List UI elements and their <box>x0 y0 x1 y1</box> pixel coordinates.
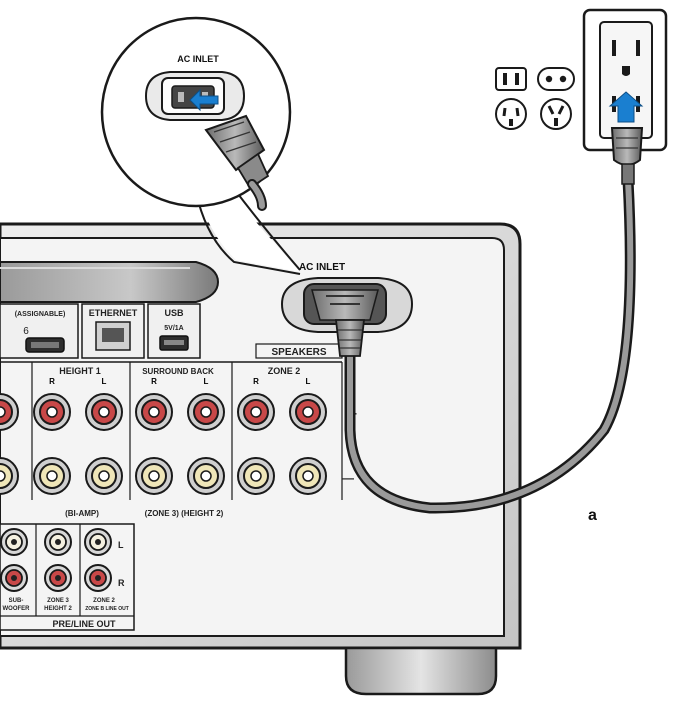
callout-a: a <box>588 507 597 524</box>
speaker-terminal-plus-5 <box>237 393 275 431</box>
speaker-terminal-plus-2 <box>85 393 123 431</box>
plug-type-c-icon <box>537 67 575 91</box>
speaker-terminal-plus-0 <box>0 393 19 431</box>
speaker-terminal-minus-6 <box>289 457 327 495</box>
speaker-terminal-minus-5 <box>237 457 275 495</box>
outlet-plug <box>610 127 644 185</box>
speaker-terminal-minus-2 <box>85 457 123 495</box>
height1-label: HEIGHT 1 <box>59 366 101 376</box>
speaker-terminal-minus-1 <box>33 457 71 495</box>
zone2-l-label: L <box>306 377 311 386</box>
bi-amp-label: (BI-AMP) <box>65 509 99 518</box>
pre-l-label: L <box>118 540 124 550</box>
plug-type-i-icon <box>495 98 527 130</box>
plug-type-icons <box>495 67 575 130</box>
zone3-out-label-2: HEIGHT 2 <box>44 606 72 612</box>
assignable-label: (ASSIGNABLE) <box>15 311 66 318</box>
minus-label: — <box>342 471 354 485</box>
zoom-callout: AC INLET <box>100 16 301 275</box>
rca-jack-r-1 <box>44 564 72 592</box>
zoom-insert-arrow-icon <box>189 88 219 112</box>
rca-jack-l-0 <box>0 528 28 556</box>
surround-back-l-label: L <box>204 377 209 386</box>
zoom-ac-inlet-label: AC INLET <box>177 54 219 64</box>
speaker-terminal-minus-3 <box>135 457 173 495</box>
usb-rating-label: 5V/1A <box>164 325 183 332</box>
panel-ac-inlet-label: AC INLET <box>299 262 345 273</box>
rca-jack-r-0 <box>0 564 28 592</box>
hdmi-number-label: 6 <box>23 326 29 337</box>
speaker-terminals <box>0 393 327 495</box>
rca-jack-r-2 <box>84 564 112 592</box>
pre-line-out-label: PRE/LINE OUT <box>52 619 116 629</box>
speaker-terminal-plus-4 <box>187 393 225 431</box>
speakers-section: SPEAKERS HEIGHT 1 SURROUND BACK ZONE 2 R… <box>0 343 357 518</box>
power-cable <box>334 174 636 514</box>
insert-arrow-icon <box>608 91 644 123</box>
subwoofer-label-1: SUB- <box>9 598 24 604</box>
speaker-terminal-plus-6 <box>289 393 327 431</box>
zone3-out-label-1: ZONE 3 <box>47 598 69 604</box>
zone2-r-label: R <box>253 377 259 386</box>
rca-jack-l-1 <box>44 528 72 556</box>
zone2-label: ZONE 2 <box>268 366 301 376</box>
panel-ac-inlet: AC INLET <box>280 262 414 333</box>
ethernet-label: ETHERNET <box>89 308 138 318</box>
height1-r-label: R <box>49 377 55 386</box>
upper-connector-strip: (ASSIGNABLE) 6 ETHERNET USB 5V/1A <box>0 303 201 359</box>
speaker-terminal-minus-4 <box>187 457 225 495</box>
speaker-terminal-plus-1 <box>33 393 71 431</box>
speaker-terminal-minus-0 <box>0 457 19 495</box>
surround-back-r-label: R <box>151 377 157 386</box>
antenna <box>0 261 220 303</box>
height1-l-label: L <box>102 377 107 386</box>
zone3-height2-label: (ZONE 3) (HEIGHT 2) <box>145 509 224 518</box>
rca-jack-l-2 <box>84 528 112 556</box>
surround-back-label: SURROUND BACK <box>142 367 214 376</box>
usb-label: USB <box>164 308 184 318</box>
subwoofer-label-2: WOOFER <box>3 606 31 612</box>
speakers-label: SPEAKERS <box>271 347 326 358</box>
wall-outlet <box>582 8 668 152</box>
speaker-terminal-plus-3 <box>135 393 173 431</box>
rca-jacks <box>0 528 112 592</box>
zone2-out-label-1: ZONE 2 <box>93 598 115 604</box>
pre-line-out-section: L R SUB- WOOFER ZONE 3 HEIGHT 2 ZONE 2 Z… <box>0 523 135 631</box>
plug-type-a-icon <box>495 67 527 91</box>
plug-type-i-angled-icon <box>540 98 572 130</box>
zone2-out-label-2: ZONE B LINE OUT <box>85 606 129 612</box>
pre-r-label: R <box>118 578 125 588</box>
